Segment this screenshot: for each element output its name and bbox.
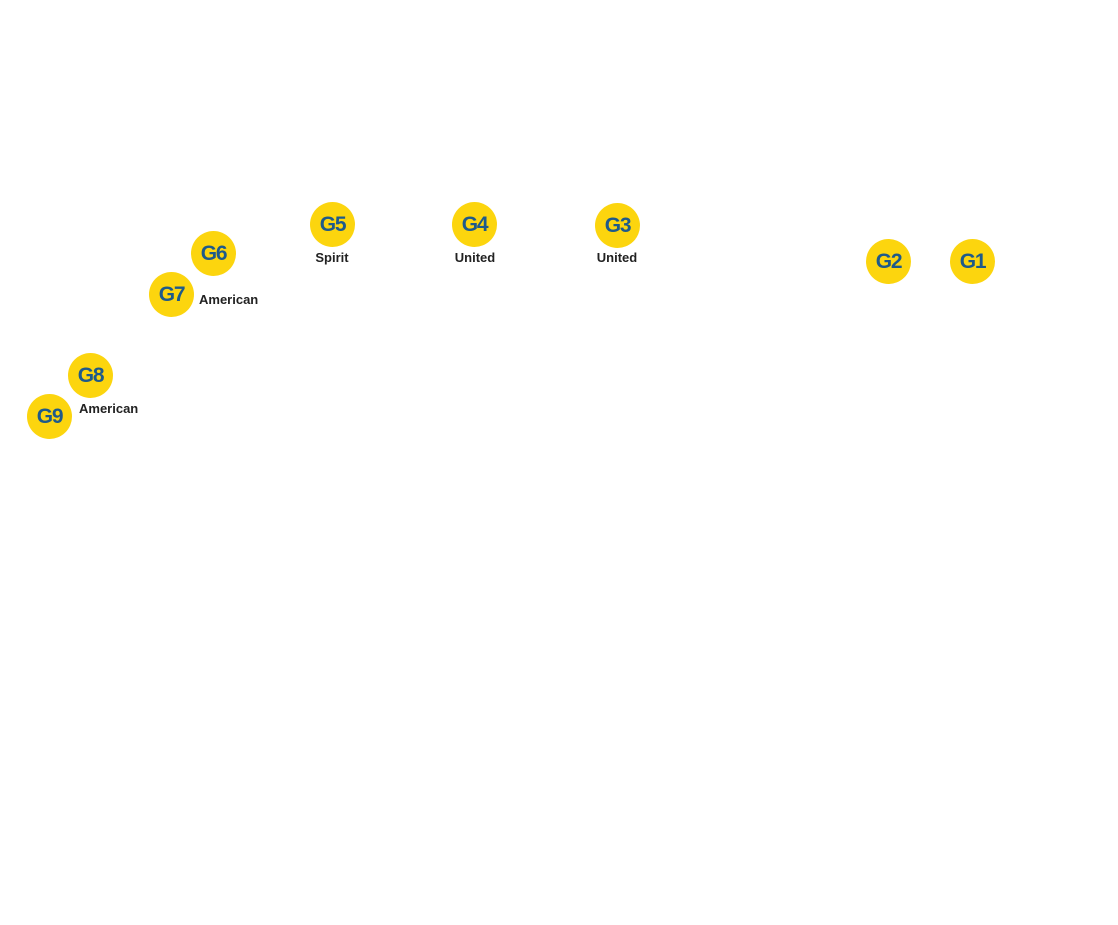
gate-marker-g1[interactable]: G1	[950, 239, 995, 284]
gate-marker-g9[interactable]: G9	[27, 394, 72, 439]
airline-label-g5: Spirit	[315, 250, 349, 265]
airline-label-g3: United	[596, 250, 638, 265]
airline-label-g7: American	[199, 292, 259, 307]
gate-marker-g7[interactable]: G7	[149, 272, 194, 317]
gate-marker-g5[interactable]: G5	[310, 202, 355, 247]
gate-marker-g8[interactable]: G8	[68, 353, 113, 398]
gate-marker-g3[interactable]: G3	[595, 203, 640, 248]
gate-marker-g2[interactable]: G2	[866, 239, 911, 284]
gate-marker-g6[interactable]: G6	[191, 231, 236, 276]
airline-label-g9: American	[79, 401, 139, 416]
gate-marker-g4[interactable]: G4	[452, 202, 497, 247]
airline-label-g4: United	[454, 250, 496, 265]
